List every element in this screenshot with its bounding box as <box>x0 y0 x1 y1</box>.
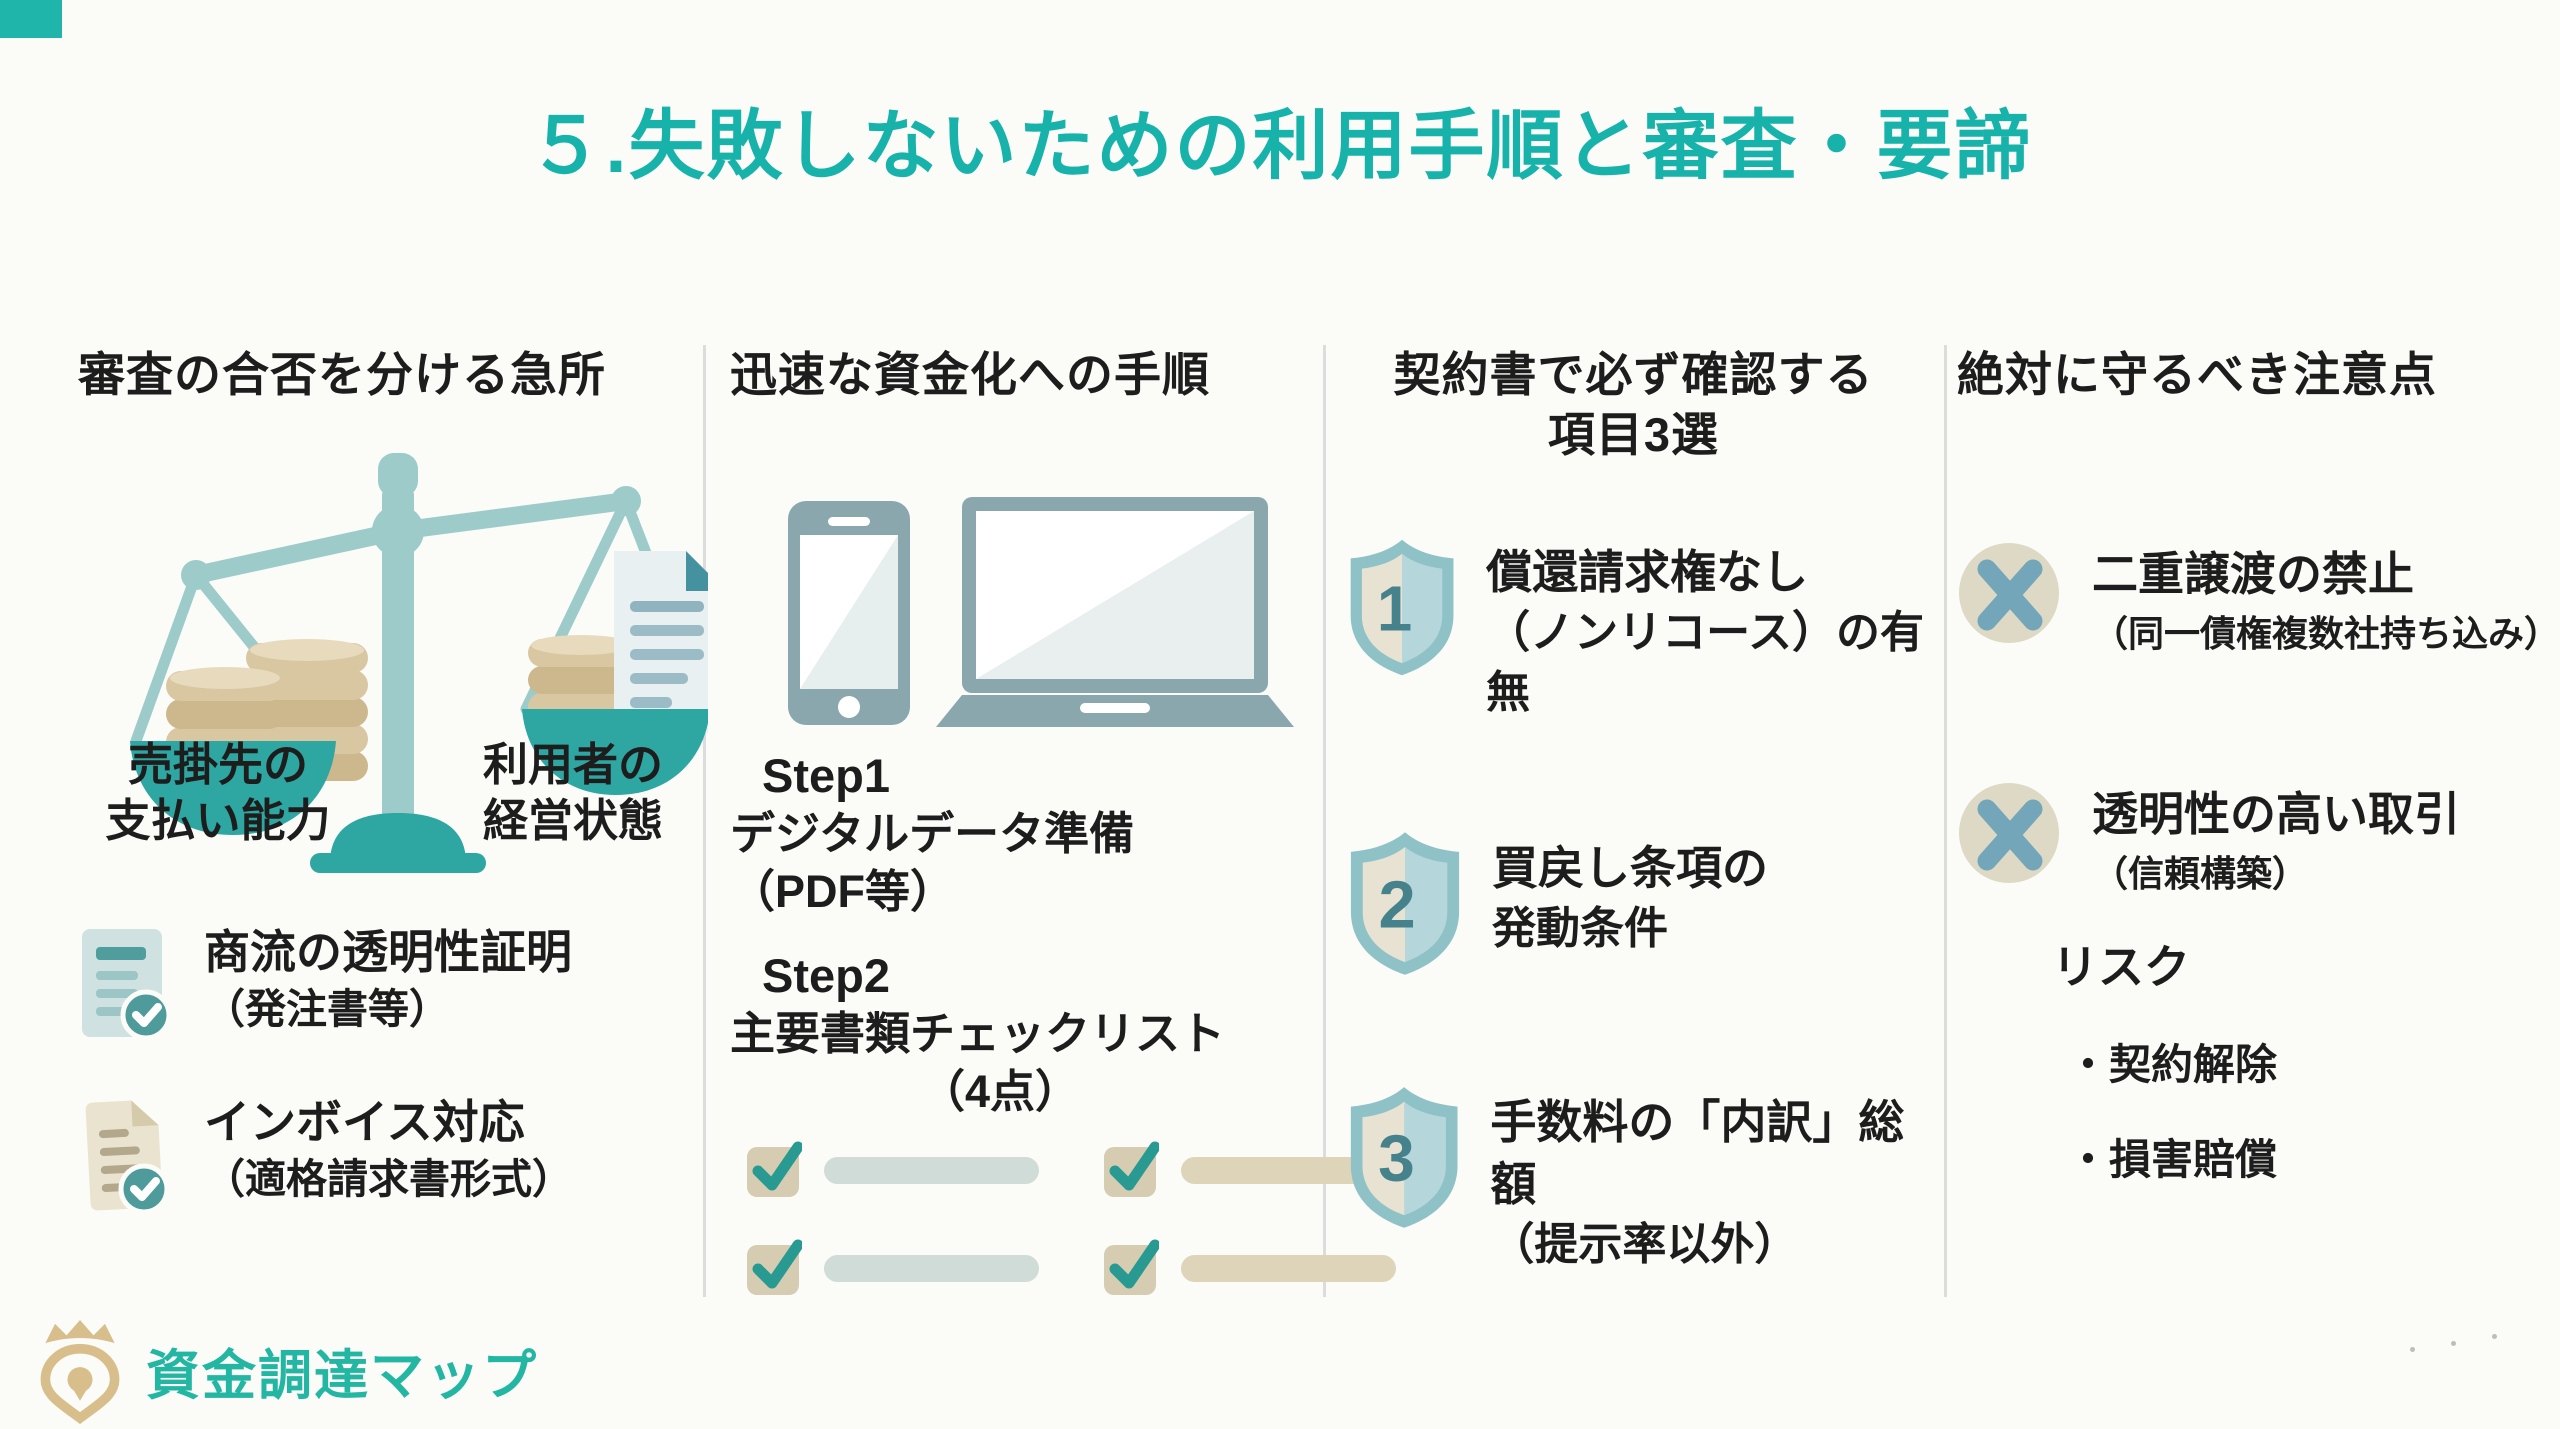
speck-artifact <box>2410 1347 2415 1352</box>
page-title: ５.失敗しないための利用手順と審査・要諦 <box>527 104 2033 189</box>
cross-icon <box>1959 783 2059 883</box>
document-check-icon <box>82 929 170 1041</box>
column3-header: 契約書で必ず確認する 項目3選 <box>1346 345 1921 465</box>
coins-and-document-icon <box>528 551 708 748</box>
contract-check-3-line2: （提示率以外） <box>1490 1220 1799 1269</box>
column2-header: 迅速な資金化への手順 <box>730 348 1210 401</box>
column-funding-steps: 迅速な資金化への手順 <box>706 345 1396 1297</box>
checkbox-checked-icon <box>1104 1141 1159 1197</box>
warning-1-line2: （同一債権複数社持ち込み） <box>2092 613 2560 654</box>
smartphone-icon <box>788 501 910 725</box>
svg-text:3: 3 <box>1378 1121 1415 1195</box>
checklist-item <box>744 1239 1039 1297</box>
map-pin-crown-icon <box>40 1320 120 1425</box>
devices-icon <box>788 497 1294 727</box>
warning-2-line2: （信頼構築） <box>2092 853 2309 894</box>
document-checklist <box>744 1141 1396 1297</box>
step2-block: Step2 主要書類チェックリスト （4点） <box>730 947 1323 1121</box>
balance-scale-icon <box>130 453 708 873</box>
proof-item-line2: （発注書等） <box>204 986 450 1032</box>
speck-artifact <box>2492 1334 2497 1339</box>
column4-header: 絶対に守るべき注意点 <box>1957 348 2437 401</box>
invoice-item-row: インボイス対応 （適格請求書形式） <box>78 1093 703 1215</box>
column-contract-checks: 契約書で必ず確認する 項目3選 1 償還請求権なし （ノンリコース）の有無 <box>1326 345 1947 1297</box>
column-warnings: 絶対に守るべき注意点 二重譲渡の禁止 （同一債権複数社持ち込み） 透明性の高い取 <box>1947 345 2560 1297</box>
step2-label: Step2 <box>762 949 890 1002</box>
contract-check-3-line1: 手数料の「内訳」総額 <box>1490 1096 1905 1210</box>
proof-item-row: 商流の透明性証明 （発注書等） <box>78 923 703 1045</box>
column1-header: 審査の合否を分ける急所 <box>78 348 606 401</box>
step1-label: Step1 <box>762 749 890 802</box>
risk-label: リスク <box>2052 941 2190 993</box>
step1-block: Step1 デジタルデータ準備 （PDF等） <box>730 747 1323 921</box>
scale-left-label-line2: 支払い能力 <box>105 795 331 846</box>
checklist-item <box>744 1141 1039 1199</box>
contract-check-1-line2: （ノンリコース）の有無 <box>1486 608 1924 717</box>
shield-number-3-icon: 3 <box>1350 1087 1458 1228</box>
scale-right-label-line2: 経営状態 <box>482 795 663 846</box>
checklist-line-placeholder <box>1181 1254 1396 1282</box>
warning-row-1: 二重譲渡の禁止 （同一債権複数社持ち込み） <box>1957 541 2560 663</box>
warning-2-line1: 透明性の高い取引 <box>2092 788 2460 840</box>
checklist-line-placeholder <box>824 1156 1039 1184</box>
cross-icon <box>1959 543 2059 643</box>
column3-header-line2: 項目3選 <box>1547 408 1720 461</box>
scale-right-label: 利用者の 経営状態 <box>428 737 718 849</box>
step1-line1: デジタルデータ準備 <box>730 808 1135 859</box>
column3-header-line1: 契約書で必ず確認する <box>1393 348 1874 401</box>
scale-left-label-line1: 売掛先の <box>127 739 308 790</box>
speck-artifact <box>2451 1341 2456 1346</box>
checkbox-checked-icon <box>747 1141 802 1197</box>
warning-1-line1: 二重譲渡の禁止 <box>2092 548 2414 600</box>
step2-line1: 主要書類チェックリスト <box>730 1008 1226 1059</box>
checklist-item <box>1101 1239 1396 1297</box>
laptop-icon <box>936 497 1294 727</box>
risk-bullet-2: ・損害賠償 <box>2067 1136 2278 1183</box>
balance-scale-figure: 売掛先の 支払い能力 利用者の 経営状態 <box>78 443 708 875</box>
risk-bullet-1: ・契約解除 <box>2067 1041 2278 1088</box>
shield-number-1-icon: 1 <box>1350 539 1454 676</box>
contract-check-row-2: 2 買戻し条項の 発動条件 <box>1346 829 1944 977</box>
contract-check-row-1: 1 償還請求権なし （ノンリコース）の有無 <box>1346 533 1944 723</box>
contract-check-2-line1: 買戻し条項の <box>1492 842 1768 894</box>
corner-accent-block <box>0 0 62 38</box>
shield-number-2-icon: 2 <box>1350 832 1460 975</box>
checkbox-checked-icon <box>747 1239 802 1295</box>
svg-text:2: 2 <box>1379 868 1416 943</box>
scale-right-label-line1: 利用者の <box>482 739 663 790</box>
checklist-line-placeholder <box>824 1254 1039 1282</box>
brand-logo-text: 資金調達マップ <box>146 1345 538 1406</box>
step2-line2: （4点） <box>919 1066 1081 1117</box>
devices-figure <box>750 495 1323 737</box>
contract-check-row-3: 3 手数料の「内訳」総額 （提示率以外） <box>1346 1083 1944 1275</box>
contract-check-2-line2: 発動条件 <box>1492 904 1668 953</box>
invoice-check-icon <box>85 1100 170 1215</box>
columns-container: 審査の合否を分ける急所 <box>0 345 2560 1297</box>
checkbox-checked-icon <box>1104 1239 1159 1295</box>
scale-left-label: 売掛先の 支払い能力 <box>68 737 368 849</box>
proof-item-line1: 商流の透明性証明 <box>204 926 572 978</box>
brand-logo: 資金調達マップ <box>30 1314 538 1426</box>
step1-line2: （PDF等） <box>730 866 956 917</box>
contract-check-1-line1: 償還請求権なし <box>1486 546 1809 598</box>
svg-text:1: 1 <box>1377 573 1412 644</box>
invoice-item-line1: インボイス対応 <box>204 1096 525 1148</box>
warning-row-2: 透明性の高い取引 （信頼構築） <box>1957 781 2560 903</box>
invoice-item-line2: （適格請求書形式） <box>204 1156 573 1202</box>
column-examination-keypoints: 審査の合否を分ける急所 <box>0 345 708 1297</box>
